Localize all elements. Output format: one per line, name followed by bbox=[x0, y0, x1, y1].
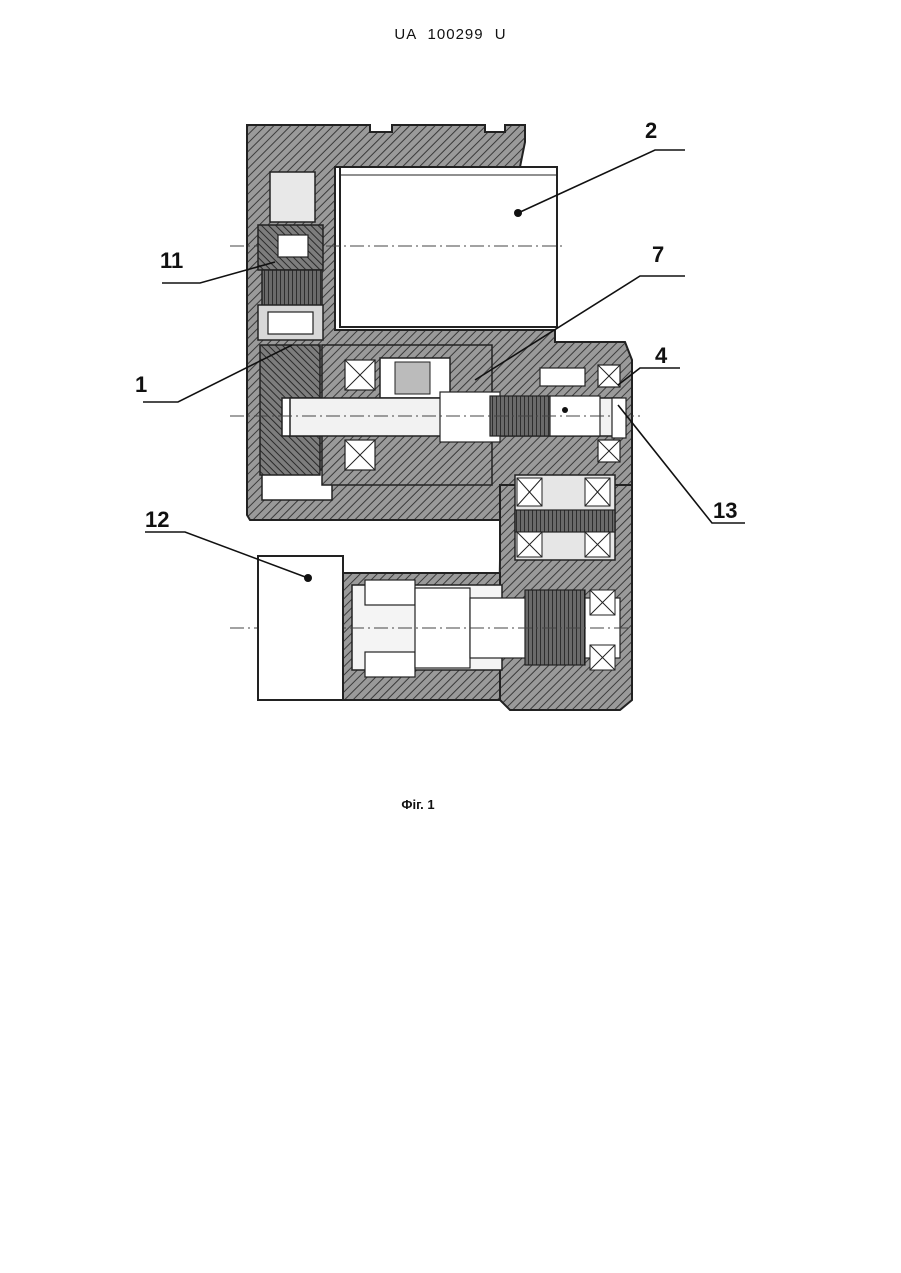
label-12: 12 bbox=[145, 507, 169, 532]
label-11: 11 bbox=[160, 248, 183, 273]
figure-caption: Фіг. 1 bbox=[0, 797, 836, 812]
left-gear-train bbox=[258, 225, 323, 475]
label-2: 2 bbox=[645, 118, 657, 143]
label-13: 13 bbox=[713, 498, 737, 523]
label-7: 7 bbox=[652, 242, 664, 267]
label-4: 4 bbox=[655, 343, 668, 368]
motor-12 bbox=[258, 556, 343, 700]
label-1: 1 bbox=[135, 372, 147, 397]
